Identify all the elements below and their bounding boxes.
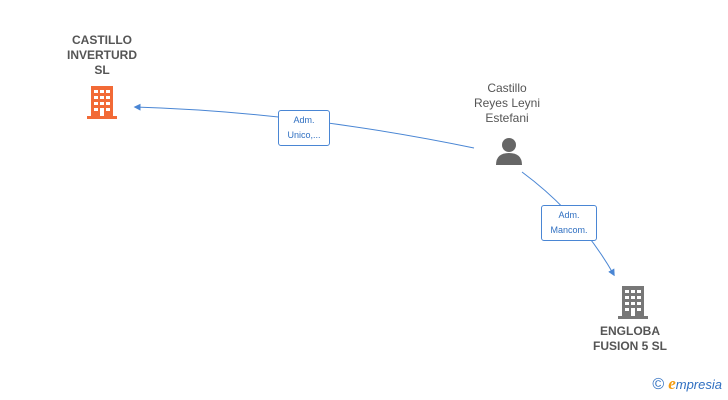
company-name-line: SL (94, 63, 110, 77)
company-name-line: CASTILLO (72, 33, 132, 47)
company-label-castillo-inverturd[interactable]: CASTILLO INVERTURD SL (52, 33, 152, 78)
person-name-line: Estefani (485, 111, 529, 125)
brand-footer: ©empresia (652, 374, 722, 394)
person-icon[interactable] (494, 136, 524, 166)
company-name-line: ENGLOBA (600, 324, 660, 338)
person-label[interactable]: Castillo Reyes Leyni Estefani (457, 81, 557, 126)
edge-label-adm-unico[interactable]: Adm. Unico,... (278, 110, 330, 146)
person-name-line: Castillo (487, 81, 527, 95)
edge-label-adm-mancom[interactable]: Adm. Mancom. (541, 205, 597, 241)
edge-label-line: Adm. (558, 210, 580, 220)
building-icon[interactable] (617, 284, 649, 320)
person-name-line: Reyes Leyni (473, 96, 541, 110)
building-icon[interactable] (86, 84, 118, 120)
edge-label-line: Mancom. (550, 225, 588, 235)
company-label-engloba[interactable]: ENGLOBA FUSION 5 SL (580, 324, 680, 354)
edge-label-line: Adm. (293, 115, 315, 125)
company-name-line: INVERTURD (66, 48, 137, 62)
copyright-symbol: © (652, 376, 665, 393)
brand-logo-initial: e (668, 374, 676, 393)
edge-label-line: Unico,... (287, 130, 321, 140)
company-name-line: FUSION 5 SL (592, 339, 667, 353)
brand-logo-text: mpresia (675, 377, 722, 392)
